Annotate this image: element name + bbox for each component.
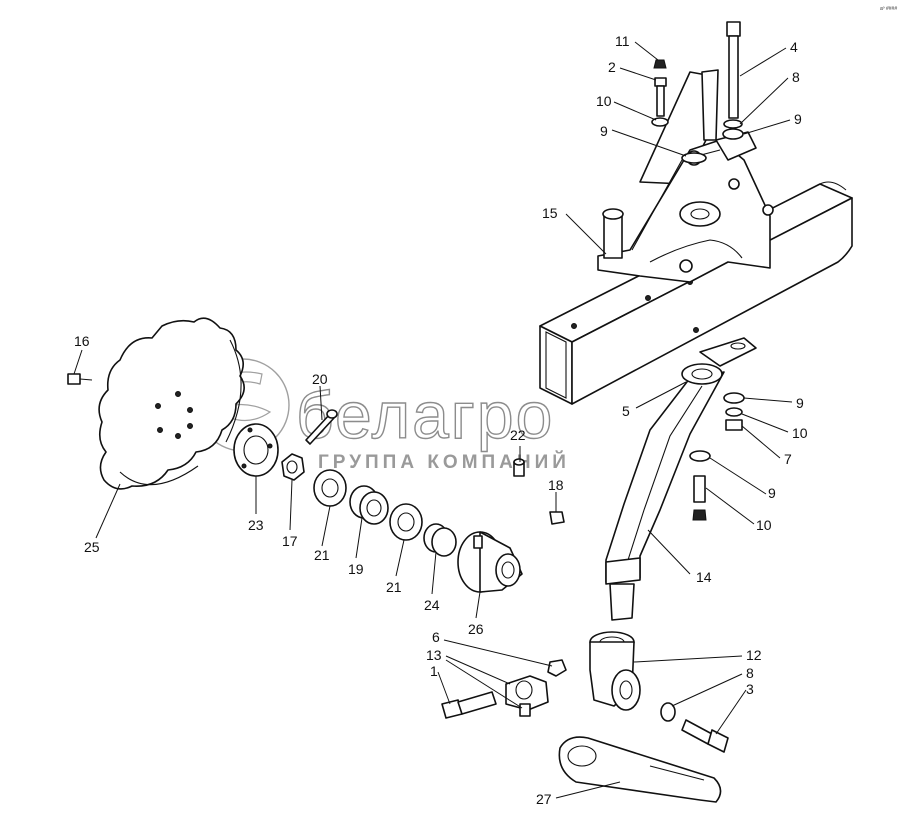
callout-25: 25 <box>84 539 100 555</box>
callout-10: 10 <box>792 425 808 441</box>
callout-14: 14 <box>696 569 712 585</box>
callout-5: 5 <box>622 403 630 419</box>
corner-code: aº #### <box>880 6 897 12</box>
callout-8: 8 <box>792 69 800 85</box>
knuckle-12 <box>589 631 641 711</box>
callout-17: 17 <box>282 533 298 549</box>
callout-22: 22 <box>510 427 526 443</box>
callout-24: 24 <box>424 597 440 613</box>
callout-18: 18 <box>548 477 564 493</box>
callout-6: 6 <box>432 629 440 645</box>
nut-17 <box>281 453 305 481</box>
callout-15: 15 <box>542 205 558 221</box>
callout-13: 13 <box>426 647 442 663</box>
hub-26 <box>457 531 523 593</box>
disc-25 <box>98 317 245 490</box>
bearing-21-left <box>313 469 347 507</box>
callout-8: 8 <box>746 665 754 681</box>
seals-19 <box>349 485 389 525</box>
callout-19: 19 <box>348 561 364 577</box>
leader-lines <box>73 41 793 799</box>
callout-11: 11 <box>615 33 630 49</box>
callout-16: 16 <box>74 333 90 349</box>
callout-7: 7 <box>784 451 792 467</box>
callout-23: 23 <box>248 517 264 533</box>
callout-26: 26 <box>468 621 484 637</box>
watermark-brand: белагро <box>296 378 554 452</box>
callout-2: 2 <box>608 59 616 75</box>
callout-10: 10 <box>596 93 612 109</box>
bolt-16 <box>67 373 93 385</box>
callout-21: 21 <box>386 579 402 595</box>
bolt-1 <box>441 691 497 719</box>
callout-labels: 11 2 10 9 4 8 9 15 16 20 5 9 10 7 22 18 … <box>74 33 808 807</box>
callout-1: 1 <box>430 663 438 679</box>
callout-4: 4 <box>790 39 798 55</box>
callout-20: 20 <box>312 371 328 387</box>
callout-21: 21 <box>314 547 330 563</box>
watermark: белагро ГРУППА КОМПАНИЙ <box>196 358 570 473</box>
callout-9: 9 <box>796 395 804 411</box>
frame-beam <box>539 181 853 405</box>
callout-3: 3 <box>746 681 754 697</box>
bolt-3 <box>681 719 729 753</box>
right-fasteners <box>723 392 745 431</box>
arm-lower-fasteners <box>689 450 711 521</box>
top-fasteners-right <box>722 21 744 140</box>
grease-fitting-22 <box>513 458 525 477</box>
nut-18 <box>549 511 565 525</box>
lever-27 <box>558 736 722 803</box>
arm-14 <box>605 337 757 621</box>
callout-9: 9 <box>600 123 608 139</box>
watermark-subtitle: ГРУППА КОМПАНИЙ <box>318 451 570 473</box>
callout-12: 12 <box>746 647 762 663</box>
callout-27: 27 <box>536 791 552 807</box>
top-fasteners-left <box>651 59 707 164</box>
cotter-pin-20 <box>305 409 338 445</box>
cap-23 <box>233 423 279 477</box>
nut-6 <box>547 659 567 677</box>
washer-8 <box>660 702 676 722</box>
bracket-15 <box>597 69 774 283</box>
clamp-13 <box>505 675 549 717</box>
callout-9: 9 <box>768 485 776 501</box>
callout-9: 9 <box>794 111 802 127</box>
rings-24 <box>423 523 457 557</box>
callout-10: 10 <box>756 517 772 533</box>
bearing-21-right <box>389 503 423 541</box>
